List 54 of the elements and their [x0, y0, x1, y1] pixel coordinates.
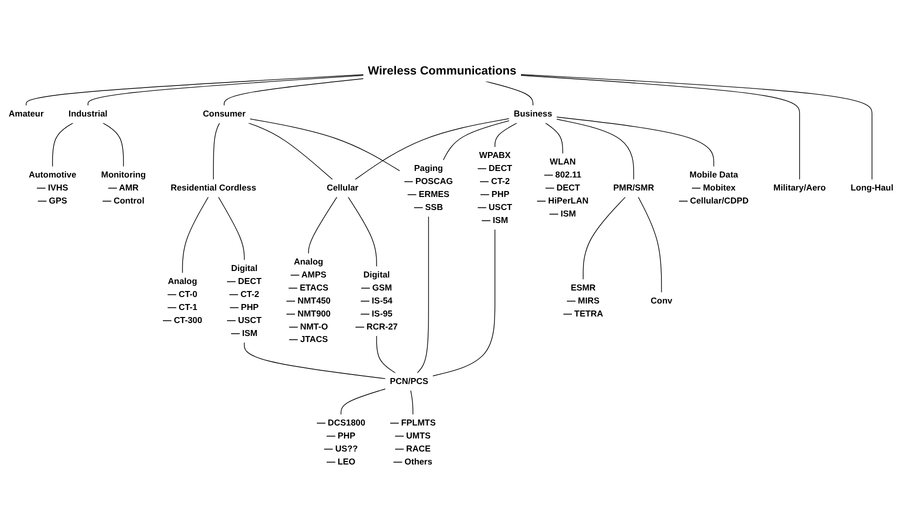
connector — [520, 75, 800, 180]
connector — [224, 78, 364, 106]
connector — [376, 335, 396, 374]
connector — [354, 118, 510, 180]
connector — [88, 75, 364, 106]
connector — [182, 196, 209, 274]
connector — [485, 81, 534, 106]
connector — [416, 216, 429, 374]
node-text: Mobile Data — Mobitex — Cellular/CDPD — [678, 170, 749, 206]
connector — [213, 122, 220, 180]
node-text: Wireless Communications — [368, 64, 516, 78]
node-text: Conv — [650, 296, 672, 306]
connector — [348, 196, 377, 267]
node-text: Cellular — [326, 183, 358, 193]
connector — [638, 196, 662, 293]
connector — [248, 122, 334, 180]
connector — [442, 120, 510, 161]
node-text: Amateur — [8, 109, 44, 119]
node-text: Digital — GSM — IS-54 — IS-95 — RCR-27 — [355, 270, 398, 332]
connector — [544, 122, 564, 154]
node-text: WPABX — DECT — CT-2 — PHP — USCT — ISM — [478, 151, 512, 226]
node-text: Analog — CT-0 — CT-1 — CT-300 — [162, 276, 202, 325]
connector — [556, 116, 714, 168]
node-text: — DCS1800 — PHP — US?? — LEO — [316, 418, 366, 466]
node-text: Military/Aero — [773, 183, 826, 193]
connector — [244, 342, 386, 380]
node-text: Consumer — [202, 109, 246, 119]
connector — [410, 390, 414, 415]
node-text: Industrial — [68, 109, 108, 119]
connector — [52, 122, 74, 168]
connector — [102, 122, 124, 168]
connector — [494, 122, 518, 148]
node-text: ESMR — MIRS — TETRA — [563, 283, 604, 318]
node-text: WLAN — 802.11 — DECT — HiPerLAN — ISM — [537, 158, 588, 219]
node-text: PMR/SMR — [613, 183, 654, 193]
connector — [520, 74, 872, 180]
connector — [218, 196, 245, 260]
node-text: PCN/PCS — [390, 376, 428, 386]
node-text: Automotive — IVHS — GPS — [28, 170, 76, 206]
connector — [250, 118, 400, 172]
node-text: Long-Haul — [850, 183, 894, 193]
connector — [340, 388, 386, 415]
node-text: Paging — POSCAG — ERMES — SSB — [404, 164, 453, 212]
node-text: Digital — DECT — CT-2 — PHP — USCT — ISM — [227, 264, 262, 338]
connector — [308, 196, 338, 254]
node-text: — FPLMTS — UMTS — RACE — Others — [390, 418, 436, 466]
node-text: Analog — AMPS — ETACS — NMT450 — NMT900 — NMT-O — JTACS — [286, 257, 331, 344]
connector — [582, 196, 626, 280]
connector — [26, 74, 364, 106]
connector — [432, 229, 496, 376]
node-text: Business — [514, 109, 552, 119]
node-text: Residential Cordless — [170, 183, 256, 193]
connector — [556, 118, 634, 180]
node-text: Monitoring — AMR — Control — [101, 170, 146, 206]
